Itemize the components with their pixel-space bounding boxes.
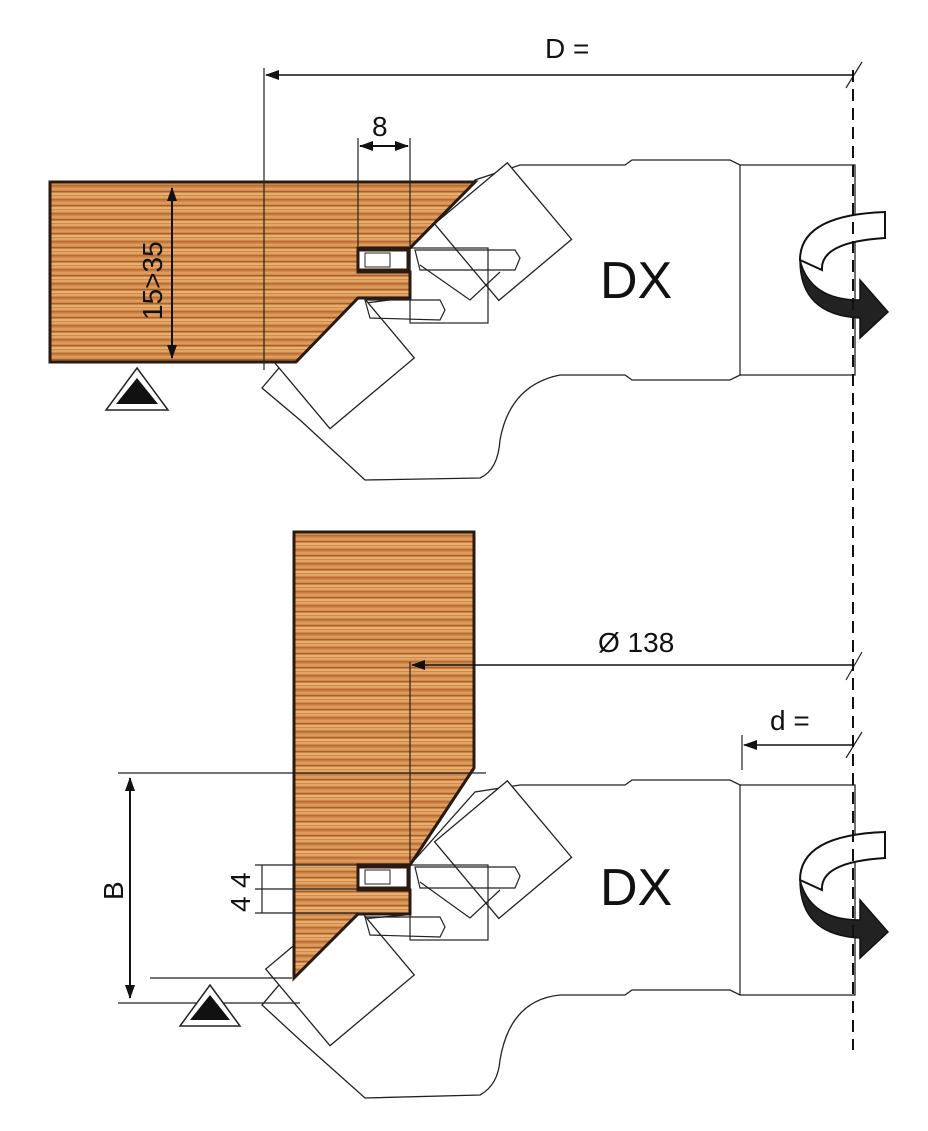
workpiece-top (48, 180, 479, 364)
top-profile: 15>35 8 D = DX (48, 33, 890, 481)
upper-knife (414, 161, 573, 302)
bottom-profile: Ø 138 d = B 4 4 DX (98, 530, 890, 1099)
diameter-D-dimension: D = (545, 33, 589, 64)
groove-offset-dimension: 4 (225, 896, 256, 912)
bore-d-dimension: d = (770, 705, 810, 736)
diameter-138-dimension: Ø 138 (598, 627, 674, 658)
height-B-dimension: B (98, 881, 129, 900)
cutter-direction-label: DX (600, 252, 672, 310)
thickness-dimension: 15>35 (137, 241, 168, 320)
cutter-direction-label: DX (600, 859, 672, 917)
groove-width-dimension: 8 (372, 111, 388, 142)
rotation-arrow-icon (798, 210, 890, 340)
rotation-arrow-icon (798, 830, 890, 960)
cutter-body (261, 159, 856, 481)
workpiece-bottom (292, 530, 476, 982)
triangle-marker (104, 366, 170, 411)
triangle-marker (178, 983, 242, 1027)
cutter-body (261, 779, 856, 1099)
groove-depth-dimension: 4 (225, 872, 256, 888)
upper-knife (414, 779, 573, 920)
